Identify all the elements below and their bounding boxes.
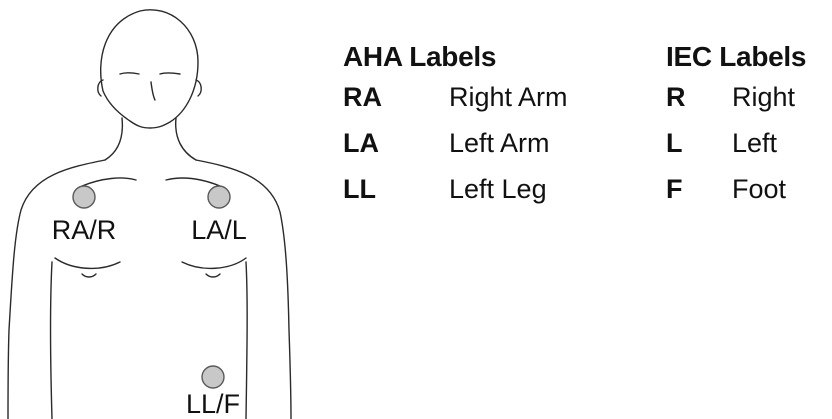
- electrodes: RA/R LA/L LL/F: [52, 186, 247, 419]
- iec-code: R: [666, 82, 732, 113]
- left-pectoral: [55, 258, 120, 268]
- nose: [151, 82, 155, 100]
- left-nipple: [82, 274, 96, 277]
- iec-legend: IEC Labels R Right L Left F Foot: [666, 38, 806, 220]
- iec-code: L: [666, 128, 732, 159]
- aha-row-la: LA Left Arm: [343, 128, 568, 174]
- aha-code: LL: [343, 174, 449, 205]
- electrode-label-la: LA/L: [191, 215, 247, 245]
- iec-code: F: [666, 174, 732, 205]
- aha-legend: AHA Labels RA Right Arm LA Left Arm LL L…: [343, 38, 568, 220]
- iec-row-f: F Foot: [666, 174, 806, 220]
- electrode-ll: [202, 366, 224, 388]
- aha-legend-heading: AHA Labels: [343, 38, 568, 76]
- neck-left: [105, 118, 122, 160]
- aha-code: LA: [343, 128, 449, 159]
- aha-row-ra: RA Right Arm: [343, 82, 568, 128]
- aha-row-ll: LL Left Leg: [343, 174, 568, 220]
- electrode-label-ll: LL/F: [186, 389, 240, 419]
- brow-left: [120, 73, 139, 74]
- iec-row-r: R Right: [666, 82, 806, 128]
- aha-meaning: Left Arm: [449, 128, 550, 159]
- aha-meaning: Right Arm: [449, 82, 568, 113]
- iec-legend-heading: IEC Labels: [666, 38, 806, 76]
- torso-outline: [8, 10, 291, 419]
- right-torso-side: [246, 262, 247, 419]
- iec-meaning: Right: [732, 82, 795, 113]
- aha-code: RA: [343, 82, 449, 113]
- right-nipple: [206, 274, 220, 277]
- right-clavicle: [166, 178, 220, 186]
- neck-right: [176, 118, 196, 160]
- left-torso-side: [51, 262, 53, 419]
- electrode-ra: [73, 186, 95, 208]
- brow-right: [160, 73, 180, 74]
- left-clavicle: [82, 178, 136, 186]
- right-pectoral: [182, 258, 246, 268]
- aha-meaning: Left Leg: [449, 174, 547, 205]
- iec-meaning: Left: [732, 128, 777, 159]
- iec-meaning: Foot: [732, 174, 786, 205]
- electrode-la: [208, 186, 230, 208]
- right-ear: [196, 80, 201, 96]
- electrode-label-ra: RA/R: [52, 215, 117, 245]
- iec-row-l: L Left: [666, 128, 806, 174]
- head-outline: [101, 10, 198, 128]
